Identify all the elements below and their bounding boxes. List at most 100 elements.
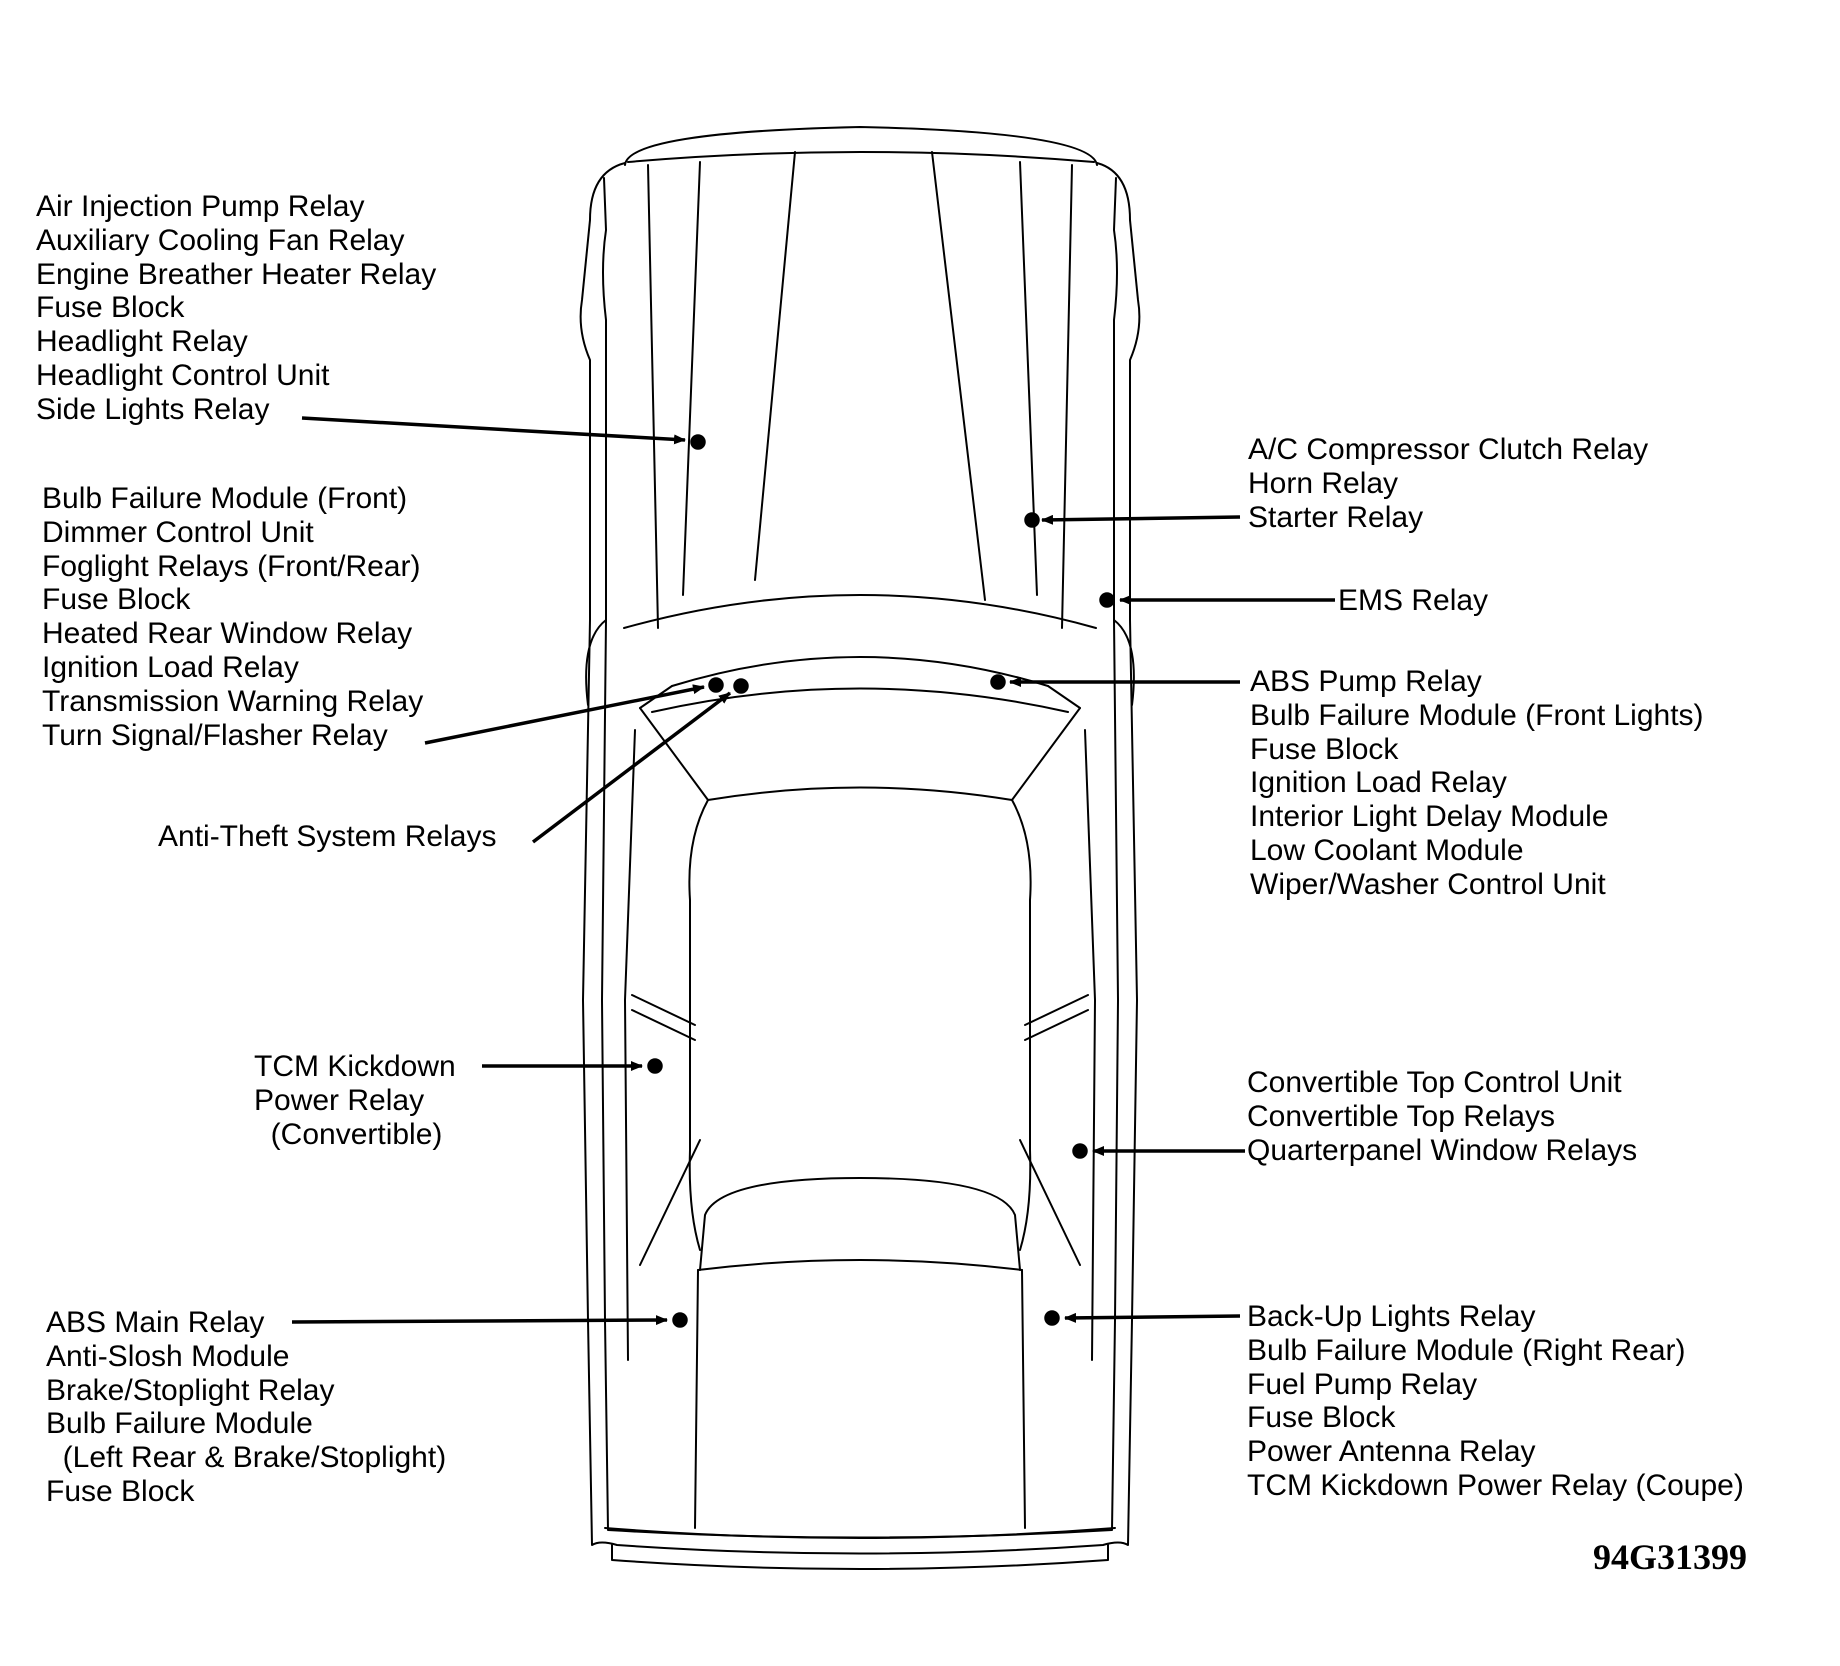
component-label: Fuse Block	[1250, 732, 1399, 766]
component-label: Convertible Top Control Unit	[1247, 1066, 1622, 1099]
component-label: Bulb Failure Module (Front)	[42, 482, 408, 515]
marker-dot-tcm-convertible	[647, 1058, 663, 1074]
component-label: Starter Relay	[1248, 500, 1424, 534]
leader-lines	[291, 416, 1335, 1328]
component-label: Heated Rear Window Relay	[42, 617, 413, 651]
marker-dot-ems	[1099, 592, 1115, 608]
hood-left-edge	[647, 164, 659, 629]
component-label: Bulb Failure Module (Right Rear)	[1247, 1333, 1686, 1367]
windshield-top	[671, 656, 1049, 687]
component-label: Fuse Block	[36, 291, 185, 325]
component-label: Ignition Load Relay	[42, 650, 299, 684]
marker-dot-back-up-lights	[1044, 1310, 1060, 1326]
leader-abs-main	[291, 1315, 668, 1326]
component-label: Interior Light Delay Module	[1250, 800, 1609, 834]
component-label: EMS Relay	[1338, 584, 1489, 617]
hood-right-crease	[1019, 161, 1038, 596]
right-mirror	[1113, 619, 1135, 706]
door-line-left	[631, 994, 696, 1026]
component-label: Foglight Relays (Front/Rear)	[42, 549, 421, 583]
component-label: (Left Rear & Brake/Stoplight)	[46, 1441, 447, 1475]
component-label: Headlight Relay	[36, 325, 248, 359]
component-label: Turn Signal/Flasher Relay	[42, 718, 388, 752]
rear-window-left	[639, 1139, 701, 1266]
component-label: TCM Kickdown Power Relay (Coupe)	[1247, 1468, 1744, 1502]
component-label: Low Coolant Module	[1250, 833, 1524, 867]
component-label: Auxiliary Cooling Fan Relay	[36, 223, 405, 257]
component-label: Quarterpanel Window Relays	[1247, 1133, 1638, 1167]
component-label: Side Lights Relay	[36, 392, 270, 426]
leader-anti-theft	[531, 691, 732, 844]
component-label: Horn Relay	[1248, 466, 1399, 500]
hood-right-edge	[1061, 164, 1073, 629]
component-label: Engine Breather Heater Relay	[36, 257, 437, 291]
component-label: TCM Kickdown	[254, 1050, 456, 1083]
front-bumper-inner	[627, 151, 1095, 163]
component-label: Power Antenna Relay	[1247, 1435, 1536, 1469]
rear-bumper	[604, 1527, 1116, 1539]
component-label: Anti-Slosh Module	[46, 1339, 290, 1373]
leader-side-lights	[301, 416, 686, 445]
component-label: Bulb Failure Module (Front Lights)	[1250, 698, 1704, 732]
component-label: Anti-Theft System Relays	[158, 820, 497, 853]
marker-dot-turn-signal	[708, 677, 724, 693]
component-label: ABS Main Relay	[46, 1306, 265, 1339]
component-label: Convertible Top Relays	[1247, 1099, 1555, 1133]
component-label: Headlight Control Unit	[36, 358, 330, 392]
marker-dot-quarterpanel	[1072, 1143, 1088, 1159]
body-outline	[579, 162, 1141, 1555]
component-label: (Convertible)	[254, 1117, 443, 1151]
hood-left-crease	[682, 161, 701, 596]
door-line-right-2	[1024, 1009, 1089, 1041]
left-mirror	[585, 619, 607, 706]
component-label: Bulb Failure Module	[46, 1407, 313, 1441]
door-line-right	[1024, 994, 1089, 1026]
body-outline-inner	[601, 177, 1119, 1539]
hood-center-right	[931, 151, 986, 601]
hood-center-left	[754, 151, 796, 581]
component-label: ABS Pump Relay	[1250, 665, 1482, 698]
component-label: Fuse Block	[42, 583, 191, 617]
component-label: Fuse Block	[46, 1474, 195, 1508]
figure-id: 94G31399	[1593, 1537, 1748, 1577]
left-sill	[624, 729, 636, 1361]
trunk-lid-top	[699, 1177, 1021, 1271]
rear-bumper-outer	[611, 1544, 1109, 1570]
windshield-right-pillar	[1047, 685, 1081, 709]
component-label: Brake/Stoplight Relay	[46, 1373, 335, 1407]
component-label: Power Relay	[254, 1083, 425, 1117]
rear-window-right	[1019, 1139, 1081, 1266]
trunk-right	[1021, 1269, 1026, 1529]
trunk-left	[694, 1269, 699, 1529]
component-label: Fuse Block	[1247, 1401, 1396, 1435]
component-label: Fuel Pump Relay	[1247, 1367, 1478, 1401]
marker-dot-starter	[1024, 512, 1040, 528]
component-label: Transmission Warning Relay	[42, 684, 424, 718]
marker-dot-anti-theft	[733, 678, 749, 694]
car-body	[579, 126, 1141, 1570]
cabin-left-side	[688, 799, 709, 1251]
dashboard-outline	[639, 707, 1081, 801]
door-line-left-2	[631, 1009, 696, 1041]
label-group-anti-theft: Anti-Theft System Relays	[158, 820, 496, 854]
marker-dot-abs-main	[672, 1312, 688, 1328]
trunk-lid-line	[697, 1259, 1023, 1271]
label-group-ems: EMS Relay	[1338, 584, 1488, 618]
marker-dot-side-lights	[690, 434, 706, 450]
leader-back-up-lights	[1064, 1312, 1241, 1323]
leader-turn-signal	[424, 684, 705, 745]
dashboard-inner	[651, 687, 1069, 713]
component-label: Back-Up Lights Relay	[1247, 1300, 1536, 1333]
component-label: Air Injection Pump Relay	[36, 190, 365, 223]
component-label: Ignition Load Relay	[1250, 766, 1507, 800]
right-sill	[1084, 729, 1096, 1361]
component-label: Wiper/Washer Control Unit	[1250, 867, 1606, 901]
